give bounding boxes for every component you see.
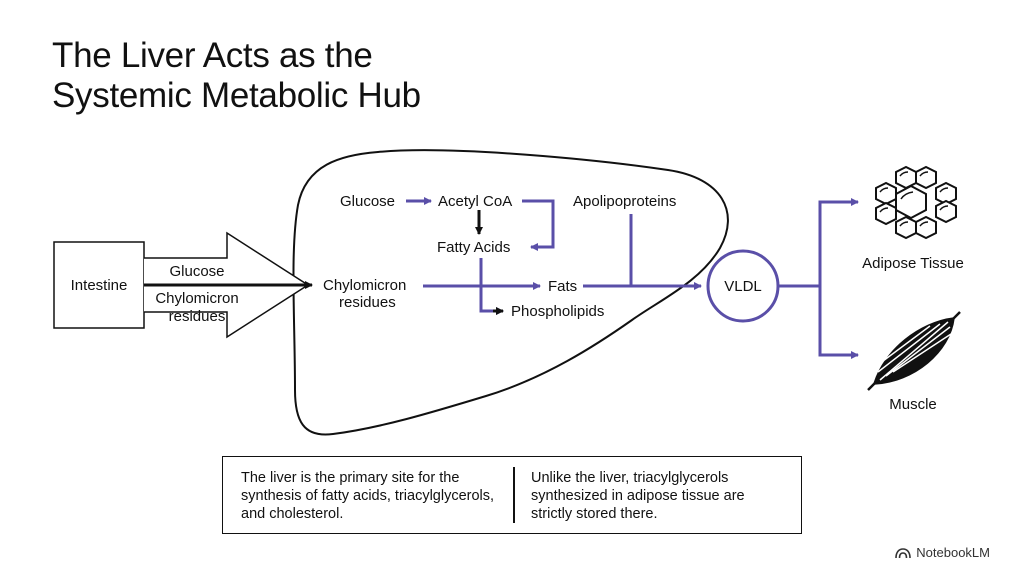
adipose-icon — [875, 165, 957, 240]
arrow-to-adipose — [818, 198, 859, 286]
brand-watermark: NotebookLM — [895, 545, 990, 560]
muscle-icon — [867, 311, 961, 391]
acetyl-coa-node: Acetyl CoA — [438, 193, 512, 210]
page-title: The Liver Acts as the Systemic Metabolic… — [52, 36, 421, 116]
chylomicron-node: Chylomicron — [323, 277, 406, 294]
adipose-label: Adipose Tissue — [862, 255, 964, 272]
liver-outline — [292, 149, 729, 436]
arrow-glucose-label: Glucose — [169, 263, 224, 280]
intestine-box — [53, 241, 145, 329]
note-liver: The liver is the primary site for the sy… — [241, 470, 495, 522]
glucose-node: Glucose — [340, 193, 395, 210]
arrow-residues-label: residues — [169, 308, 226, 325]
title-line-1: The Liver Acts as the — [52, 36, 373, 75]
arrow-acetyl-loop — [522, 199, 555, 251]
residues-node: residues — [339, 294, 396, 311]
title-line-2: Systemic Metabolic Hub — [52, 76, 421, 115]
arrow-chylomicron-label: Chylomicron — [155, 290, 238, 307]
notes-divider — [513, 467, 515, 523]
notebooklm-logo-icon — [895, 547, 912, 558]
muscle-label: Muscle — [889, 396, 937, 413]
apolipoproteins-node: Apolipoproteins — [573, 193, 676, 210]
phospholipids-node: Phospholipids — [511, 303, 604, 320]
vldl-label: VLDL — [724, 278, 762, 295]
fatty-acids-node: Fatty Acids — [437, 239, 510, 256]
arrow-to-muscle — [818, 286, 859, 359]
fats-node: Fats — [548, 278, 577, 295]
notes-box: The liver is the primary site for the sy… — [222, 456, 802, 534]
brand-label: NotebookLM — [916, 545, 990, 560]
note-adipose: Unlike the liver, triacylglycerols synth… — [531, 470, 745, 522]
intestine-label: Intestine — [71, 277, 128, 294]
